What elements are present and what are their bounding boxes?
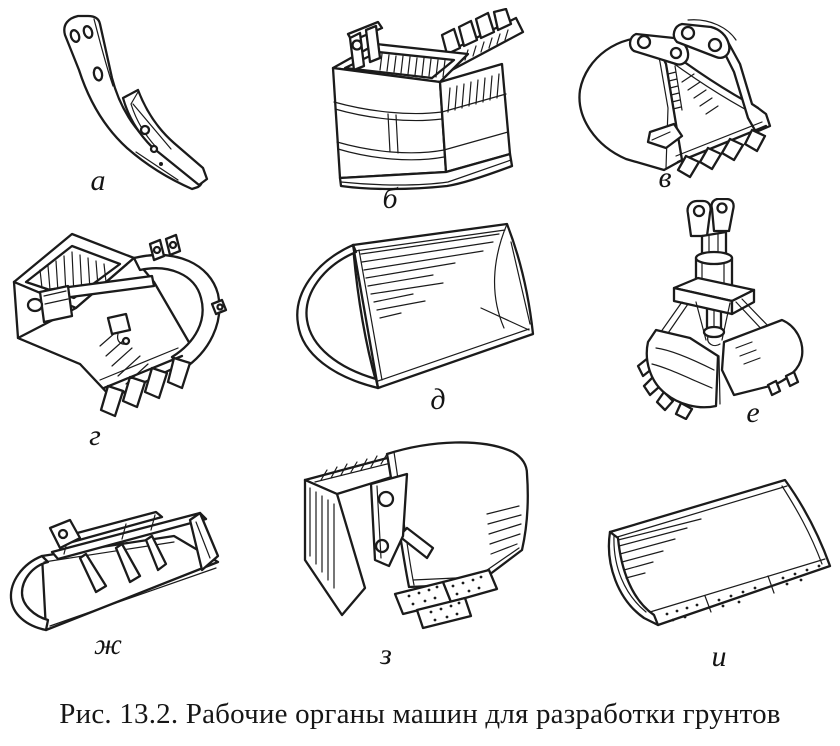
- ripper-tooth-drawing: [48, 6, 248, 196]
- label-g: г: [89, 419, 101, 452]
- label-z: з: [380, 638, 392, 671]
- label-b: б: [382, 182, 398, 215]
- label-v: в: [658, 161, 672, 194]
- grab-jaw-bucket-drawing: [320, 8, 525, 208]
- backhoe-bucket-drawing: [570, 12, 800, 182]
- label-e: е: [746, 396, 760, 429]
- clamshell-grab-drawing: [636, 198, 831, 420]
- bulldozer-blade-drawing: [591, 466, 836, 646]
- figure-caption: Рис. 13.2. Рабочие органы машин для разр…: [59, 698, 781, 730]
- label-d: д: [430, 383, 446, 416]
- loader-bucket-drawing: [291, 436, 536, 651]
- dragline-bucket-drawing: [283, 220, 541, 400]
- label-a: а: [90, 164, 106, 197]
- label-i: и: [711, 640, 727, 673]
- leveling-blade-drawing: [4, 492, 234, 650]
- label-zh: ж: [94, 628, 122, 661]
- front-shovel-bucket-drawing: [4, 226, 244, 434]
